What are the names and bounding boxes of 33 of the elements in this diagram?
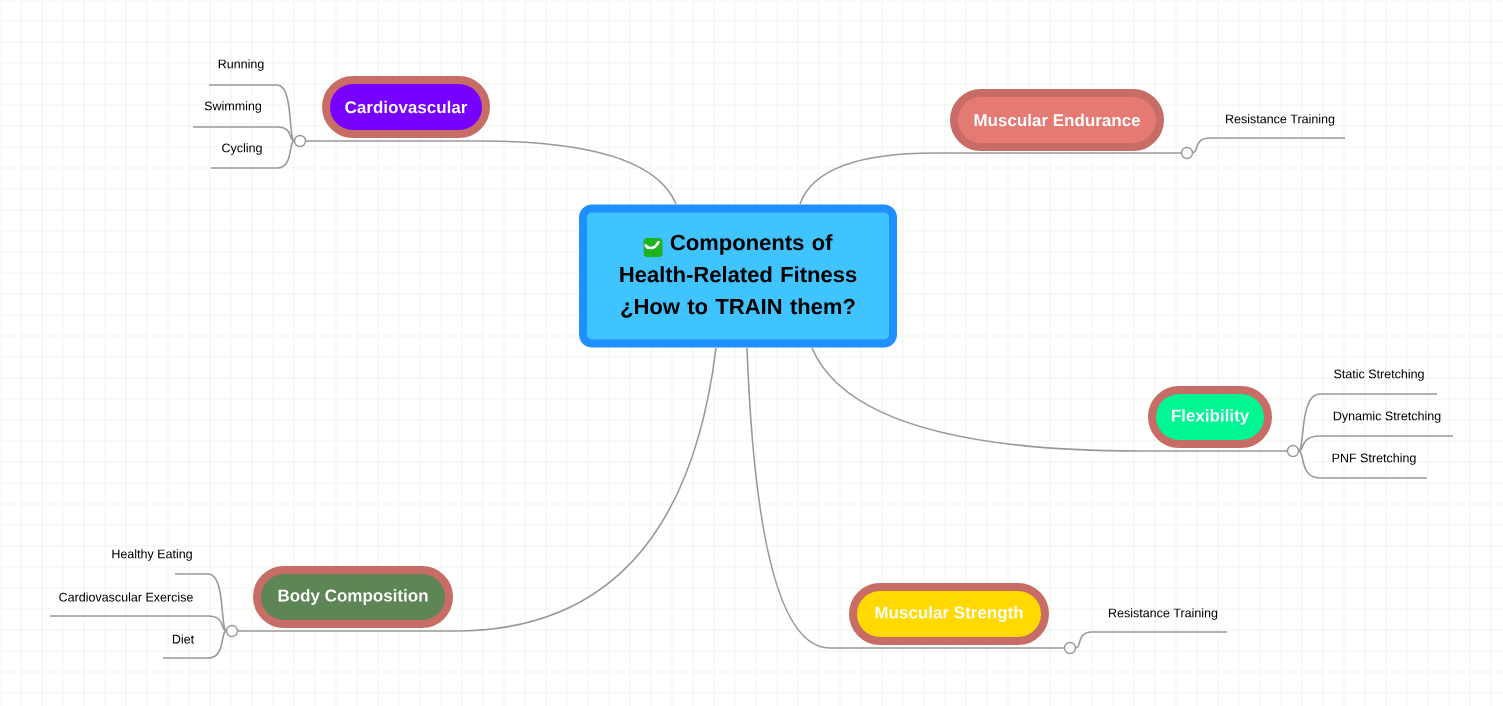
subtopic-label: Healthy Eating — [112, 549, 192, 561]
connector-line — [210, 140, 296, 169]
subtopic-label: Cardiovascular Exercise — [59, 592, 193, 602]
connector-line — [208, 84, 296, 142]
subtopic-label: Running — [218, 59, 264, 71]
connector-line — [1297, 450, 1428, 479]
topic-pill: Muscular Endurance — [950, 89, 1164, 151]
subtopic-label: Static Stretching — [1334, 369, 1424, 381]
topic-pill: Muscular Strength — [849, 583, 1049, 645]
connector-line — [1297, 393, 1438, 452]
connector-line — [174, 573, 228, 632]
connector-line — [1297, 435, 1454, 452]
topic-pill: Flexibility — [1148, 386, 1272, 448]
topic-pill: Body Composition — [253, 566, 453, 628]
subtopic-label: Resistance Training — [1109, 608, 1218, 620]
subtopic-label: Resistance Training — [1226, 114, 1335, 126]
subtopic-label: Cycling — [222, 143, 262, 155]
central-topic-box: Components of Health-Related Fitness ¿How to TRAIN them? — [579, 204, 897, 348]
connector-line — [49, 615, 228, 632]
subtopic-label: Diet — [172, 634, 195, 644]
connector-line — [811, 347, 1141, 452]
connector-line — [1191, 137, 1346, 154]
connector-line — [192, 126, 296, 142]
subtopic-label: Dynamic Stretching — [1333, 411, 1441, 423]
connector-line — [162, 630, 228, 659]
connector-line — [799, 152, 936, 205]
subtopic-label: Swimming — [204, 101, 262, 113]
subtopic-label: PNF Stretching — [1332, 453, 1416, 465]
connector-line — [1074, 631, 1228, 649]
connector-line — [454, 347, 717, 632]
connector-line — [746, 347, 831, 649]
connector-line — [479, 140, 677, 205]
topic-pill: Cardiovascular — [322, 76, 490, 138]
